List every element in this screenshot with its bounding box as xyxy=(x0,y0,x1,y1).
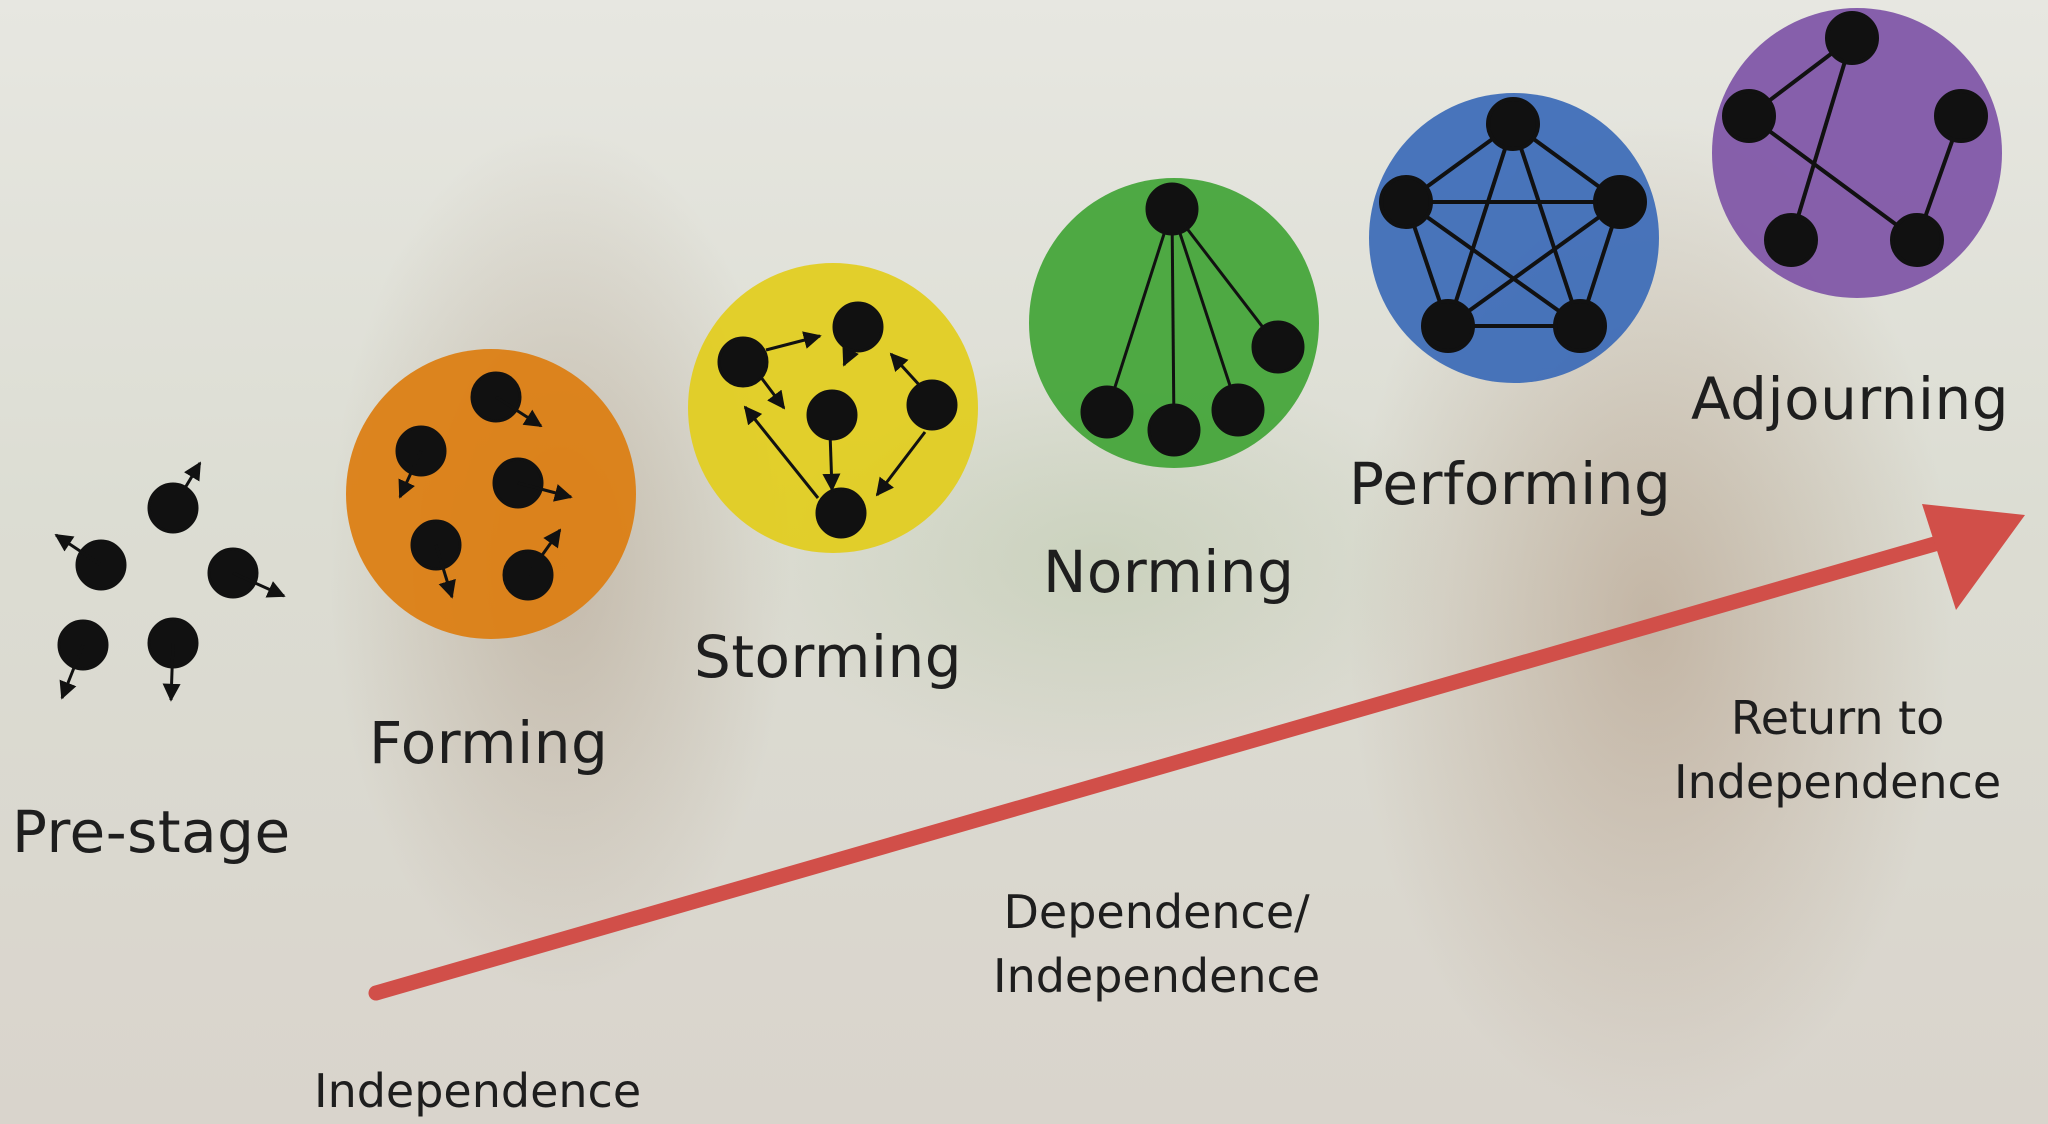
phase-label-middle-line2: Independence xyxy=(993,949,1321,1003)
phase-label-return-to-independence: Return to Independence xyxy=(1674,686,2001,814)
forming-circle xyxy=(346,349,636,639)
forming-members xyxy=(395,371,573,601)
phase-label-end-line2: Independence xyxy=(1674,755,2002,809)
stage-label-pre-stage: Pre-stage xyxy=(12,798,291,866)
progression-arrow xyxy=(368,504,2025,1001)
stage-label-performing: Performing xyxy=(1349,450,1672,518)
pre-stage-members xyxy=(54,461,286,702)
stage-label-forming: Forming xyxy=(369,709,609,777)
phase-label-independence: Independence xyxy=(314,1064,642,1118)
stage-label-adjourning: Adjourning xyxy=(1691,365,2010,433)
phase-label-end-line1: Return to xyxy=(1730,691,1945,745)
storming-members xyxy=(717,301,958,539)
performing-network xyxy=(1379,97,1647,353)
stage-label-norming: Norming xyxy=(1043,538,1295,606)
phase-label-middle-line1: Dependence/ xyxy=(1003,885,1310,939)
adjourning-network xyxy=(1722,11,1988,267)
stage-label-storming: Storming xyxy=(694,623,963,691)
phase-label-dependence-independence: Dependence/ Independence xyxy=(993,880,1320,1008)
norming-network xyxy=(1080,182,1305,457)
